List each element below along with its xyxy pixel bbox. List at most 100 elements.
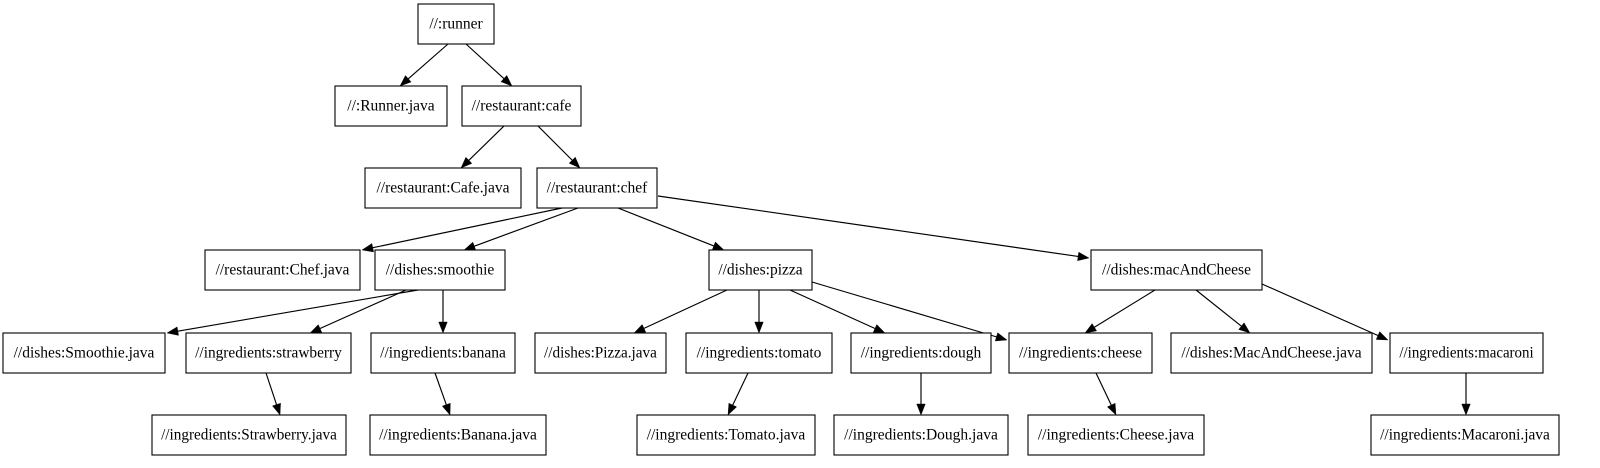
node-ing_dough[interactable]: //ingredients:dough bbox=[850, 332, 992, 374]
node-label: //ingredients:Cheese.java bbox=[1038, 427, 1194, 444]
node-box[interactable] bbox=[151, 414, 347, 456]
node-box[interactable] bbox=[204, 249, 361, 291]
node-box[interactable] bbox=[417, 3, 495, 45]
node-box[interactable] bbox=[1008, 332, 1153, 374]
node-ing_banana[interactable]: //ingredients:banana bbox=[370, 332, 516, 374]
edge-line bbox=[1195, 289, 1242, 327]
edge-ing_tomato-to-tomato_java bbox=[727, 372, 749, 416]
node-cafe_java[interactable]: //restaurant:Cafe.java bbox=[364, 167, 522, 209]
edge-line bbox=[468, 125, 505, 161]
edge-ing_banana-to-banana_java bbox=[434, 372, 451, 416]
edge-dishes_pizza-to-ing_cheese bbox=[811, 281, 1008, 342]
edge-dishes_macandchs-to-ing_cheese bbox=[1084, 289, 1156, 334]
node-label: //restaurant:cafe bbox=[472, 98, 572, 115]
node-pizza_java[interactable]: //dishes:Pizza.java bbox=[534, 332, 667, 374]
node-label: //ingredients:cheese bbox=[1019, 345, 1142, 362]
node-label: //dishes:MacAndCheese.java bbox=[1181, 345, 1361, 362]
edge-dishes_macandchs-to-macandcheese_java bbox=[1195, 289, 1251, 334]
node-ing_strawberry[interactable]: //ingredients:strawberry bbox=[185, 332, 352, 374]
arrowhead-icon bbox=[463, 241, 477, 251]
node-box[interactable] bbox=[1389, 332, 1544, 374]
node-box[interactable] bbox=[370, 332, 516, 374]
edge-restaurant_chef-to-dishes_smoothie bbox=[463, 207, 579, 251]
edge-dishes_smoothie-to-smoothie_java bbox=[166, 289, 419, 336]
edge-line bbox=[617, 207, 714, 247]
node-box[interactable] bbox=[1170, 332, 1373, 374]
node-box[interactable] bbox=[708, 249, 813, 291]
node-tomato_java[interactable]: //ingredients:Tomato.java bbox=[636, 414, 816, 456]
node-box[interactable] bbox=[833, 414, 1009, 456]
node-dough_java[interactable]: //ingredients:Dough.java bbox=[833, 414, 1009, 456]
node-banana_java[interactable]: //ingredients:Banana.java bbox=[369, 414, 547, 456]
node-box[interactable] bbox=[364, 167, 522, 209]
arrowhead-icon bbox=[994, 332, 1008, 342]
node-restaurant_chef[interactable]: //restaurant:chef bbox=[536, 167, 658, 209]
node-label: //dishes:Smoothie.java bbox=[14, 345, 155, 362]
node-box[interactable] bbox=[1027, 414, 1205, 456]
node-macandcheese_java[interactable]: //dishes:MacAndCheese.java bbox=[1170, 332, 1373, 374]
arrowhead-icon bbox=[1107, 402, 1117, 416]
node-box[interactable] bbox=[850, 332, 992, 374]
node-ing_macaroni[interactable]: //ingredients:macaroni bbox=[1389, 332, 1544, 374]
node-dishes_smoothie[interactable]: //dishes:smoothie bbox=[374, 249, 506, 291]
arrowhead-icon bbox=[1077, 251, 1090, 261]
node-box[interactable] bbox=[636, 414, 816, 456]
node-chef_java[interactable]: //restaurant:Chef.java bbox=[204, 249, 361, 291]
node-label: //:Runner.java bbox=[347, 98, 435, 115]
edge-dishes_smoothie-to-ing_strawberry bbox=[309, 289, 407, 334]
edge-runner-to-restaurant_cafe bbox=[465, 43, 513, 87]
edge-line bbox=[372, 207, 563, 249]
node-strawberry_java[interactable]: //ingredients:Strawberry.java bbox=[151, 414, 347, 456]
node-runner[interactable]: //:runner bbox=[417, 3, 495, 45]
arrowhead-icon bbox=[460, 156, 473, 169]
node-label: //dishes:pizza bbox=[718, 262, 802, 279]
node-box[interactable] bbox=[369, 414, 547, 456]
node-box[interactable] bbox=[374, 249, 506, 291]
arrowhead-icon bbox=[1084, 323, 1097, 334]
arrowhead-icon bbox=[872, 324, 886, 334]
node-label: //ingredients:Banana.java bbox=[379, 427, 537, 444]
node-box[interactable] bbox=[536, 167, 658, 209]
node-box[interactable] bbox=[461, 85, 582, 127]
node-label: //ingredients:macaroni bbox=[1399, 344, 1533, 361]
node-box[interactable] bbox=[1370, 414, 1560, 456]
node-restaurant_cafe[interactable]: //restaurant:cafe bbox=[461, 85, 582, 127]
node-box[interactable] bbox=[685, 332, 833, 374]
node-label: //ingredients:Tomato.java bbox=[647, 427, 806, 444]
arrowhead-icon bbox=[1461, 403, 1471, 416]
edge-dishes_smoothie-to-ing_banana bbox=[438, 290, 448, 334]
node-label: //ingredients:banana bbox=[380, 345, 506, 362]
edge-line bbox=[474, 207, 579, 247]
node-ing_tomato[interactable]: //ingredients:tomato bbox=[685, 332, 833, 374]
node-box[interactable] bbox=[534, 332, 667, 374]
arrowhead-icon bbox=[166, 326, 179, 336]
node-label: //dishes:smoothie bbox=[386, 262, 495, 279]
edge-ing_macaroni-to-macaroni_java bbox=[1461, 373, 1471, 416]
node-smoothie_java[interactable]: //dishes:Smoothie.java bbox=[2, 332, 166, 374]
edge-dishes_pizza-to-ing_tomato bbox=[754, 290, 764, 334]
arrowhead-icon bbox=[309, 324, 323, 334]
node-label: //restaurant:Chef.java bbox=[216, 262, 350, 279]
node-dishes_macandchs[interactable]: //dishes:macAndCheese bbox=[1090, 249, 1263, 291]
node-runner_java[interactable]: //:Runner.java bbox=[334, 85, 448, 127]
edge-runner-to-runner_java bbox=[399, 43, 449, 87]
node-dishes_pizza[interactable]: //dishes:pizza bbox=[708, 249, 813, 291]
node-label: //ingredients:Dough.java bbox=[844, 427, 998, 444]
node-cheese_java[interactable]: //ingredients:Cheese.java bbox=[1027, 414, 1205, 456]
node-ing_cheese[interactable]: //ingredients:cheese bbox=[1008, 332, 1153, 374]
arrowhead-icon bbox=[568, 156, 581, 169]
edge-line bbox=[465, 43, 505, 80]
arrowhead-icon bbox=[1375, 331, 1389, 341]
node-macaroni_java[interactable]: //ingredients:Macaroni.java bbox=[1370, 414, 1560, 456]
edge-line bbox=[265, 372, 278, 405]
node-box[interactable] bbox=[334, 85, 448, 127]
arrowhead-icon bbox=[361, 243, 374, 253]
edge-ing_cheese-to-cheese_java bbox=[1095, 372, 1117, 416]
node-label: //restaurant:chef bbox=[547, 180, 649, 197]
node-box[interactable] bbox=[2, 332, 166, 374]
node-label: //ingredients:dough bbox=[861, 345, 982, 362]
node-box[interactable] bbox=[185, 332, 352, 374]
node-box[interactable] bbox=[1090, 249, 1263, 291]
arrowhead-icon bbox=[272, 402, 281, 416]
